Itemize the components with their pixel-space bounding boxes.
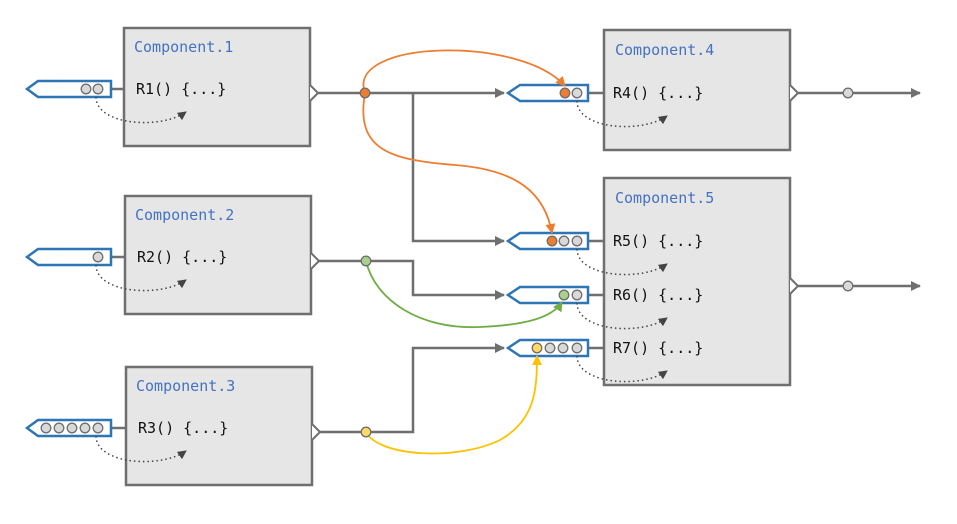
component-5-func-r6: R6() {...} (613, 286, 703, 304)
message-dot-green (360, 255, 372, 267)
component-3-output-port (311, 423, 322, 441)
queue-r4-slot-orange (559, 87, 571, 99)
queue-r1-slot (80, 83, 92, 95)
component-1-title: Component.1 (134, 38, 233, 56)
queue-r5 (505, 231, 590, 251)
component-5-func-r5: R5() {...} (613, 232, 703, 250)
queue-r6-slot (571, 289, 583, 301)
queue-r6-slot-green (558, 289, 570, 301)
component-3-box (124, 365, 314, 487)
message-flows (362, 49, 566, 455)
queue-r1 (24, 79, 113, 99)
wire-c1-to-r5 (411, 93, 505, 246)
component-5-box (602, 176, 792, 387)
queue-r3-slot (66, 422, 78, 434)
queue-r4-slot (571, 87, 583, 99)
queue-r2 (24, 247, 113, 267)
queue-r7-slot (571, 342, 583, 354)
component-5-output-port (789, 277, 800, 295)
queue-r6 (505, 285, 590, 305)
wire-messages (359, 87, 854, 438)
component-5-title: Component.5 (615, 189, 714, 207)
queue-r7-slot-yellow (531, 342, 543, 354)
message-dot-orange (359, 87, 371, 99)
queue-r2-shape (24, 247, 113, 267)
queue-r1-slot (92, 83, 104, 95)
queue-r3-slot (79, 422, 91, 434)
queue-r5-slot-orange (546, 235, 558, 247)
queue-r3-slot (92, 422, 104, 434)
queue-r3-slot (53, 422, 65, 434)
component-4-title: Component.4 (615, 41, 714, 59)
component-2: Component.2 R2() {...} (123, 194, 313, 316)
queue-r4 (505, 83, 590, 103)
component-4: Component.4 R4() {...} (602, 28, 792, 152)
component-3: Component.3 R3() {...} (124, 365, 314, 487)
queue-r5-slot (571, 235, 583, 247)
queue-r6-shape (505, 285, 590, 305)
message-dot-yellow (360, 426, 372, 438)
component-1: Component.1 R1() {...} (122, 26, 312, 148)
queue-r5-slot (558, 235, 570, 247)
message-dot-c4-output (842, 87, 854, 99)
flow-orange-to-r4 (362, 49, 566, 94)
queue-r7 (505, 338, 590, 358)
component-4-box (602, 28, 792, 152)
flow-yellow-to-r7 (365, 355, 542, 455)
component-4-func-r4: R4() {...} (613, 84, 703, 102)
message-dot-c5-output (842, 280, 854, 292)
component-2-func-r2: R2() {...} (137, 248, 227, 266)
queue-r3-slot (40, 422, 52, 434)
output-ports (309, 84, 800, 441)
component-5-func-r7: R7() {...} (613, 339, 703, 357)
component-1-output-port (309, 84, 320, 102)
queue-r2-slot (92, 251, 104, 263)
wire-c2-to-r6 (318, 259, 505, 300)
component-1-func-r1: R1() {...} (136, 80, 226, 98)
component-2-output-port (310, 252, 321, 270)
component-5: Component.5 R5() {...} R6() {...} R7() {… (602, 176, 792, 387)
component-4-output-port (789, 84, 800, 102)
flow-orange-to-r5 (362, 92, 556, 234)
queue-r1-shape (24, 79, 113, 99)
queue-r3 (24, 418, 113, 438)
flow-green-to-r6 (365, 260, 563, 329)
component-2-title: Component.2 (135, 206, 234, 224)
component-3-func-r3: R3() {...} (138, 419, 228, 437)
component-3-title: Component.3 (136, 377, 235, 395)
component-2-box (123, 194, 313, 316)
queue-r7-slot (544, 342, 556, 354)
queue-r7-slot (557, 342, 569, 354)
wire-c3-to-r7 (318, 343, 505, 434)
